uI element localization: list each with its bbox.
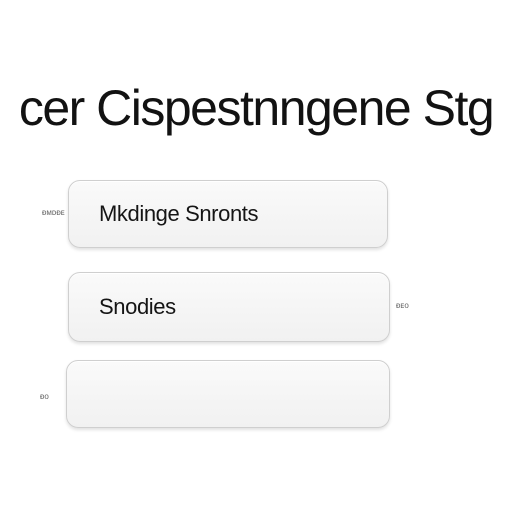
panel-1-side-marker: ᴆᴍᴅᴆᴇ — [42, 208, 65, 217]
page-title: cer Cispestnngene Stg — [18, 80, 495, 136]
panel-2-side-marker: ᴆᴇᴏ — [396, 301, 409, 310]
settings-option-button-2[interactable]: Snodies — [68, 272, 390, 342]
settings-option-label-2: Snodies — [99, 294, 176, 319]
settings-option-button-1[interactable]: Mkdinge Snronts — [68, 180, 388, 248]
settings-option-label-1: Mkdinge Snronts — [99, 201, 259, 226]
panel-3-side-marker: ᴆᴏ — [40, 392, 49, 401]
settings-option-button-3[interactable] — [66, 360, 390, 428]
